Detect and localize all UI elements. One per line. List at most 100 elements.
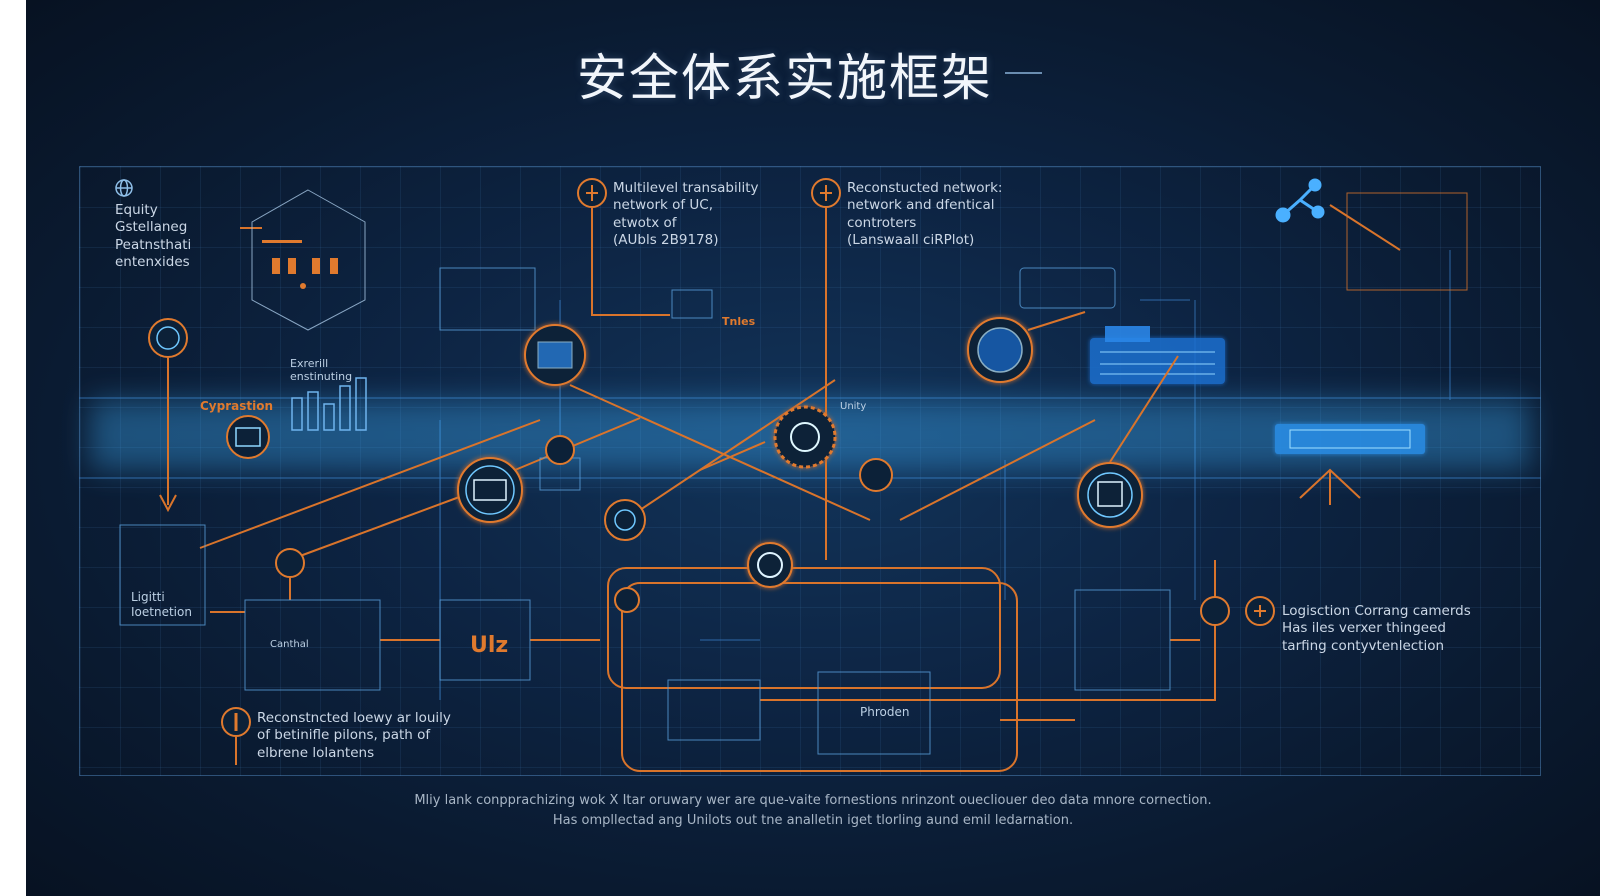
panel-line: Multilevel transability [613, 180, 759, 196]
label-canthal: Canthal [270, 639, 309, 650]
panel-equity: Equity Gstellaneg Peatnsthati entenxides [115, 202, 191, 272]
orange-node-icon [811, 178, 841, 208]
panel-line: of betinifle pilons, path of [257, 727, 431, 744]
panel-line: tarfing contyvtenlection [1282, 637, 1445, 654]
panel-line: Logisction Corrang camerds [1282, 603, 1471, 619]
glyph-dot [300, 283, 306, 289]
component-box [244, 599, 381, 691]
connector-line [1109, 355, 1179, 463]
connector-line [899, 419, 1096, 521]
hexagon-glyphs [262, 240, 338, 289]
node-circle [148, 318, 188, 358]
connector-line [1329, 204, 1401, 251]
mini-bar [355, 377, 367, 431]
loop-connector [607, 567, 1001, 689]
label-ligitti: Ligitti [131, 590, 165, 604]
caption-line-2: Has ompllectad ang Unilots out tne anall… [552, 813, 1074, 828]
glyph-bar [262, 240, 302, 243]
label-enstinuting: enstinuting [290, 370, 353, 383]
component-box [1074, 589, 1171, 691]
label-unity: Unity [840, 401, 867, 412]
gear-node [773, 405, 837, 469]
mini-bar [307, 391, 319, 431]
component-box [671, 289, 713, 319]
server-block-detail [1100, 351, 1215, 375]
label-tnles: Tnles [722, 315, 756, 328]
server-block-top [1105, 326, 1150, 342]
panel-line: Gstellaneg [115, 219, 188, 236]
node-circle [524, 324, 586, 386]
component-box [439, 267, 536, 331]
panel-line: Peatnsthati [115, 236, 192, 253]
node-circle [1077, 462, 1143, 528]
panel-reconstructed-network: Reconstucted network: network and dfenti… [847, 180, 1002, 250]
beam-terminal-detail [1289, 429, 1411, 449]
beam-terminal-block [1275, 424, 1425, 454]
connector-line [699, 441, 766, 471]
orange-connectors [159, 204, 1401, 772]
component-box [439, 599, 531, 681]
panel-line: etwotx of [613, 214, 677, 231]
glyph-bar [288, 258, 296, 274]
node-circle [457, 457, 523, 523]
connector-line [1027, 311, 1086, 331]
panel-line: network and dfentical [847, 197, 995, 214]
glyph-bar [312, 258, 320, 274]
node-circle [226, 415, 270, 459]
title-dash [1005, 72, 1042, 74]
node-circle [275, 548, 305, 578]
mini-bar [323, 403, 335, 431]
panel-line: controters [847, 214, 917, 231]
mini-bar [291, 397, 303, 431]
hub-dot [1275, 207, 1291, 223]
server-block [1090, 326, 1225, 384]
label-ulz: Ulz [470, 633, 509, 658]
label-phroden: Phroden [860, 705, 910, 719]
component-box [817, 671, 931, 755]
diagram-frame [79, 166, 1541, 776]
node-circle [859, 458, 893, 492]
caption-line-1: Mliy lank conpprachizing wok X Itar oruw… [414, 793, 1212, 808]
connector-line [760, 560, 1216, 701]
panel-multilevel: Multilevel transability network of UC, e… [613, 180, 758, 250]
connector-line [639, 379, 836, 511]
node-circle [747, 542, 793, 588]
node-circle [604, 499, 646, 541]
mini-bar [339, 385, 351, 431]
glyph-bar [272, 258, 280, 274]
connector-line [299, 495, 463, 557]
server-block-body [1090, 338, 1225, 384]
orange-node-icon [577, 178, 607, 208]
label-ioetnetion: Ioetnetion [131, 605, 192, 619]
connector-line [514, 417, 641, 471]
node-circle [614, 587, 640, 613]
component-box [1346, 192, 1468, 291]
panel-line: (Lanswaall ciRPlot) [847, 232, 975, 249]
hexagon-module [251, 189, 366, 331]
page-title: 安全体系实施框架 [577, 49, 993, 107]
loop-connector [621, 582, 1018, 772]
panel-line: Equity [115, 202, 158, 218]
connector-line [569, 384, 871, 521]
panel-line: Reconstncted loewy ar louily [257, 710, 451, 726]
hub-dot [1311, 205, 1325, 219]
panel-line: elbrene lolantens [257, 744, 375, 761]
panel-line: Reconstucted network: [847, 180, 1003, 196]
component-box [667, 679, 761, 741]
component-boxes [119, 189, 1468, 755]
component-box [119, 524, 206, 626]
panel-reconstructed-loewy: Reconstncted loewy ar louily of betinifl… [257, 710, 451, 762]
node-circle [1200, 596, 1230, 626]
glyph-bar [330, 258, 338, 274]
panel-line: entenxides [115, 254, 190, 271]
network-hub-icon [1275, 178, 1325, 223]
globe-icon [115, 179, 133, 197]
component-box [1019, 267, 1116, 309]
hub-dot [1308, 178, 1322, 192]
orange-node-icon [1245, 596, 1275, 626]
label-exrerill: Exrerill [290, 357, 329, 370]
connector-line [199, 419, 541, 549]
orange-node-icon [221, 707, 251, 737]
panel-line: Has iles verxer thingeed [1282, 620, 1446, 637]
